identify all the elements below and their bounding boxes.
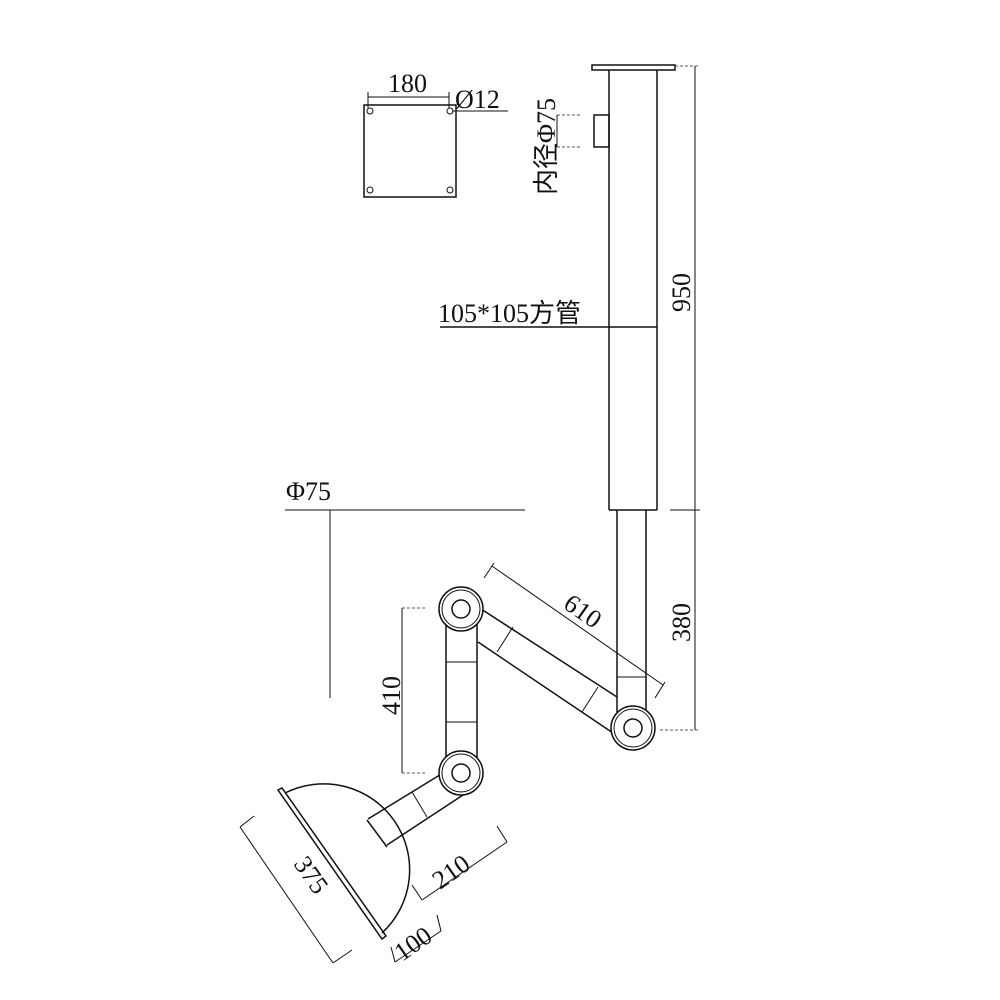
lamp-arm — [366, 772, 464, 848]
lower-tube-label: 380 — [667, 603, 696, 642]
lower-tube — [616, 510, 647, 712]
shade-depth-label: 100 — [389, 921, 438, 967]
total-height-label: 950 — [667, 273, 696, 312]
hole-diameter-label: Ø12 — [455, 85, 500, 114]
lamp-arm-length-label: 210 — [427, 849, 476, 895]
joint-column — [610, 705, 656, 751]
mounting-plate — [363, 92, 508, 198]
diagonal-arm — [477, 606, 618, 734]
height-dimension — [660, 65, 700, 731]
joint-upper — [438, 586, 484, 632]
square-tube-label: 105*105方管 — [438, 299, 581, 328]
joint-lower — [438, 750, 484, 796]
link-length-label: 410 — [377, 676, 406, 715]
arm-dimension — [483, 562, 666, 699]
vertical-link — [401, 607, 478, 774]
inner-diameter-label: 内径Φ75 — [532, 98, 561, 195]
shade-dimension — [239, 815, 508, 964]
column — [440, 64, 676, 511]
plate-width-label: 180 — [388, 69, 427, 98]
shade-diameter-label: 375 — [288, 851, 334, 900]
lamp-shade — [276, 783, 411, 941]
tube-diameter-callout — [285, 509, 525, 698]
tube-diameter-label: Φ75 — [286, 477, 331, 506]
arm-length-label: 610 — [559, 588, 608, 634]
